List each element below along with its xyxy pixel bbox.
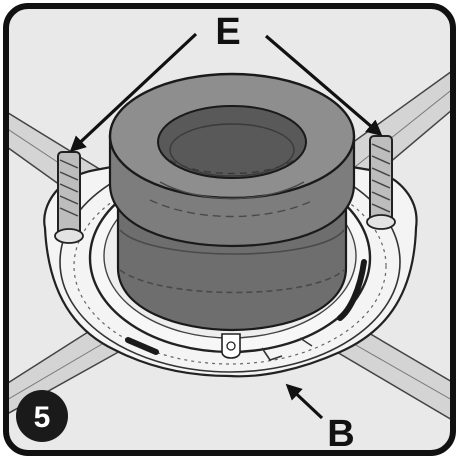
arrow-b bbox=[285, 383, 324, 420]
step-number: 5 bbox=[34, 401, 51, 434]
callout-label-b: B bbox=[327, 413, 354, 455]
flange-bolts bbox=[54, 135, 396, 244]
step-badge: 5 bbox=[16, 390, 68, 442]
bolt-left bbox=[54, 151, 84, 244]
callout-arrows bbox=[69, 32, 383, 420]
bolt-right bbox=[366, 135, 396, 230]
callout-label-e: E bbox=[215, 11, 240, 53]
arrow-e-left bbox=[69, 32, 198, 153]
arrow-e-right bbox=[264, 34, 383, 137]
wax-ring bbox=[108, 72, 356, 332]
diagram-frame bbox=[3, 3, 456, 456]
